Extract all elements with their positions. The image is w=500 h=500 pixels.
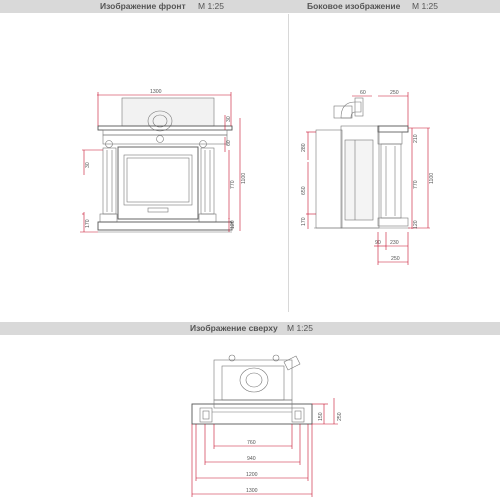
front-view-drawing xyxy=(97,97,233,233)
header-bar-top: Изображение фронт М 1:25 Боковое изображ… xyxy=(0,0,500,13)
side-dim-230: 230 xyxy=(390,240,399,246)
side-dim-1100: 1100 xyxy=(429,173,435,184)
front-dim-30: 30 xyxy=(85,162,91,168)
front-dim-width: 1300 xyxy=(150,89,162,95)
side-dim-210: 210 xyxy=(413,134,419,143)
side-dim-280: 280 xyxy=(301,143,307,152)
side-dim-250: 250 xyxy=(390,90,399,96)
front-dim-120: 120 xyxy=(230,220,236,229)
front-dim-60: 60 xyxy=(226,140,232,146)
front-view-scale: М 1:25 xyxy=(198,1,224,11)
side-view-drawing xyxy=(314,97,410,229)
front-dim-770: 770 xyxy=(230,180,236,189)
top-view-drawing xyxy=(191,354,313,425)
side-dim-60: 60 xyxy=(360,90,366,96)
top-view-title: Изображение сверху xyxy=(190,323,278,333)
top-dim-1300: 1300 xyxy=(246,488,258,494)
side-view-title: Боковое изображение xyxy=(307,1,401,11)
top-dim-250: 250 xyxy=(337,412,343,421)
top-dim-760: 760 xyxy=(247,440,256,446)
front-dim-top30: 30 xyxy=(226,116,232,122)
top-dim-940: 940 xyxy=(247,456,256,462)
side-view-scale: М 1:25 xyxy=(412,1,438,11)
side-dim-650: 650 xyxy=(301,186,307,195)
header-bar-mid: Изображение сверху М 1:25 xyxy=(0,322,500,335)
side-dim-120: 120 xyxy=(413,220,419,229)
front-view-title: Изображение фронт xyxy=(100,1,186,11)
view-divider xyxy=(288,14,289,312)
top-dim-150: 150 xyxy=(318,412,324,421)
side-dim-770: 770 xyxy=(413,180,419,189)
top-view-dimensions: 150 250 760 940 1200 1300 xyxy=(191,398,343,497)
side-dim-250b: 250 xyxy=(391,256,400,262)
front-dim-170: 170 xyxy=(85,219,91,228)
top-dim-1200: 1200 xyxy=(246,472,258,478)
front-dim-1100: 1100 xyxy=(241,173,247,184)
side-dim-170: 170 xyxy=(301,217,307,226)
front-view-dimensions: 1300 30 60 770 1100 120 30 170 xyxy=(80,89,247,233)
side-view-dimensions: 60 250 280 650 170 210 770 1100 120 90 2… xyxy=(301,90,435,265)
top-view-scale: М 1:25 xyxy=(287,323,313,333)
